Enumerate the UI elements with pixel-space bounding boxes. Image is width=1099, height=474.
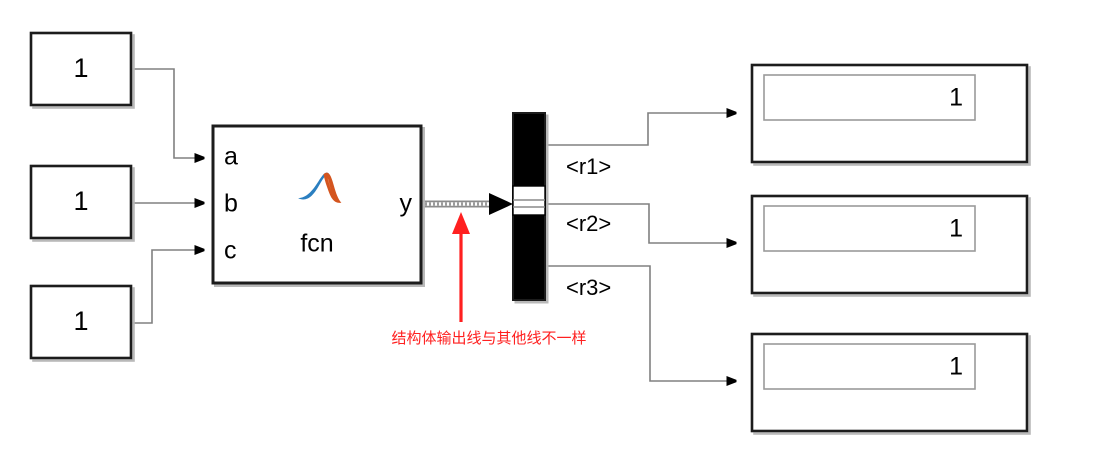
wire-r3-to-display3: [545, 265, 727, 381]
function-block-caption: fcn: [300, 230, 333, 258]
display-block-2-field[interactable]: [763, 205, 976, 252]
wire-const3-to-c: [131, 250, 195, 324]
constant-block-3-body[interactable]: [29, 284, 133, 360]
display-block-3[interactable]: 1: [750, 332, 1029, 433]
matlab-function-block-body[interactable]: [211, 124, 423, 285]
constant-block-2-value: 1: [73, 186, 88, 216]
signal-wires: [131, 68, 727, 381]
constant-block-3[interactable]: 1: [29, 284, 133, 360]
output-port-label-y: y: [400, 190, 413, 218]
display-block-3-field[interactable]: [763, 343, 976, 390]
display-block-2[interactable]: 1: [750, 194, 1029, 295]
constant-block-1-body[interactable]: [29, 31, 133, 107]
wire-r2-to-display2: [545, 203, 727, 243]
display-block-3-value: 1: [949, 353, 963, 381]
bus-signal-label-r3: <r3>: [566, 275, 611, 300]
input-port-label-a: a: [224, 143, 238, 171]
display-block-2-value: 1: [949, 215, 963, 243]
annotation-up-arrow-icon: [452, 212, 470, 234]
constant-block-1-value: 1: [73, 53, 88, 83]
input-port-label-b: b: [224, 190, 238, 218]
display-block-1[interactable]: 1: [750, 63, 1029, 164]
constant-block-1[interactable]: 1: [29, 31, 133, 107]
bus-signal-label-r2: <r2>: [566, 211, 611, 236]
bus-line-arrowhead: [489, 193, 513, 215]
bus-signal-label-r1: <r1>: [566, 154, 611, 179]
input-port-label-c: c: [224, 237, 237, 265]
display-block-1-value: 1: [949, 84, 963, 112]
matlab-function-block[interactable]: a b c y fcn: [211, 124, 423, 285]
constant-block-2[interactable]: 1: [29, 164, 133, 240]
constant-block-3-value: 1: [73, 306, 88, 336]
bus-selector-block[interactable]: [512, 112, 546, 301]
wire-const1-to-a: [131, 68, 195, 158]
constant-block-2-body[interactable]: [29, 164, 133, 240]
wire-r1-to-display1: [545, 113, 727, 146]
display-block-1-field[interactable]: [763, 74, 976, 121]
annotation-text: 结构体输出线与其他线不一样: [391, 330, 586, 347]
bus-signal-line: [421, 193, 513, 215]
matlab-membrane-icon: [298, 172, 342, 203]
annotation-group: 结构体输出线与其他线不一样: [391, 212, 587, 347]
